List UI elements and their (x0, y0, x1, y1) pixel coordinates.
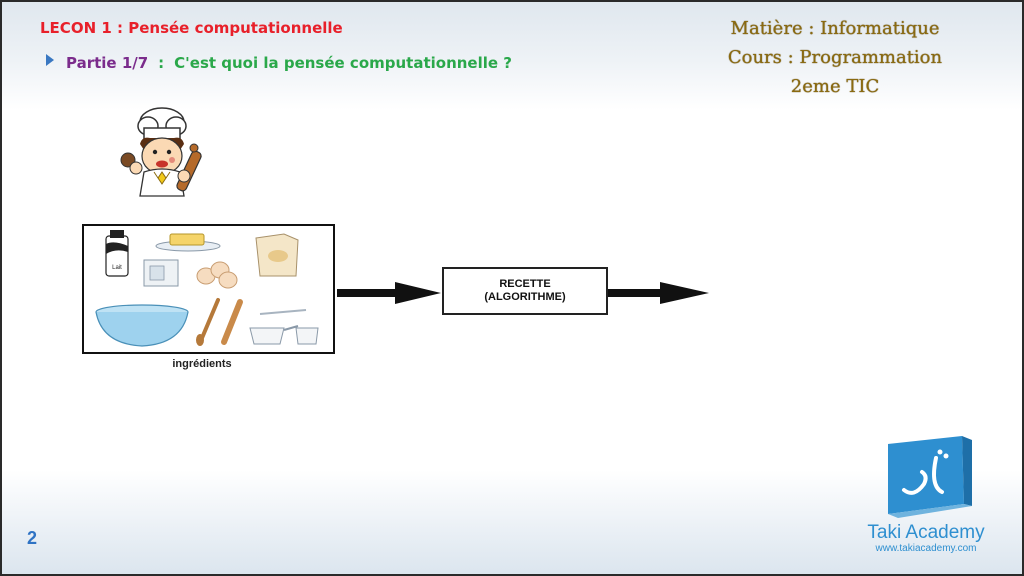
milk-label: Lait (112, 265, 122, 271)
butter-icon (155, 233, 221, 252)
sugar-icon (143, 259, 179, 287)
brand-name: Taki Academy (867, 522, 985, 543)
partie-question: C'est quoi la pensée computationnelle ? (174, 54, 512, 72)
brand-url: www.takiacademy.com (875, 543, 977, 554)
taki-academy-logo-icon (888, 436, 972, 518)
partie-line: Partie 1/7: C'est quoi la pensée computat… (66, 54, 512, 72)
course-cours: Cours : Programmation (727, 47, 943, 68)
flour-icon (255, 233, 299, 277)
ingredients-box: Lait (82, 224, 335, 354)
course-matiere: Matière : Informatique (730, 18, 940, 39)
recette-box: RECETTE (ALGORITHME) (442, 267, 608, 315)
course-niveau: 2eme TIC (790, 76, 880, 97)
arrow-right-icon (608, 282, 709, 304)
partie-label: Partie 1/7 (66, 54, 149, 72)
ingredients-label: ingrédients (172, 358, 232, 370)
recette-label: RECETTE (499, 278, 551, 290)
header-band (0, 0, 1024, 110)
measuring-cups-icon (249, 309, 319, 345)
lecon-title: LECON 1 : Pensée computationnelle (40, 19, 343, 37)
partie-separator: : (158, 54, 165, 72)
arrow-right-icon (337, 282, 441, 304)
chef-icon (120, 107, 202, 197)
wooden-spoons-icon (196, 298, 243, 346)
bowl-icon (95, 304, 189, 347)
page-number: 2 (27, 528, 38, 548)
footer-band (0, 470, 1024, 576)
milk-icon: Lait (105, 230, 129, 277)
course-info: Matière : Informatique Cours : Programma… (716, 14, 954, 101)
bullet-arrow-icon (46, 54, 54, 66)
eggs-icon (196, 261, 238, 289)
algorithme-label: (ALGORITHME) (484, 291, 566, 303)
ingredients-illustration: Lait (95, 230, 319, 347)
